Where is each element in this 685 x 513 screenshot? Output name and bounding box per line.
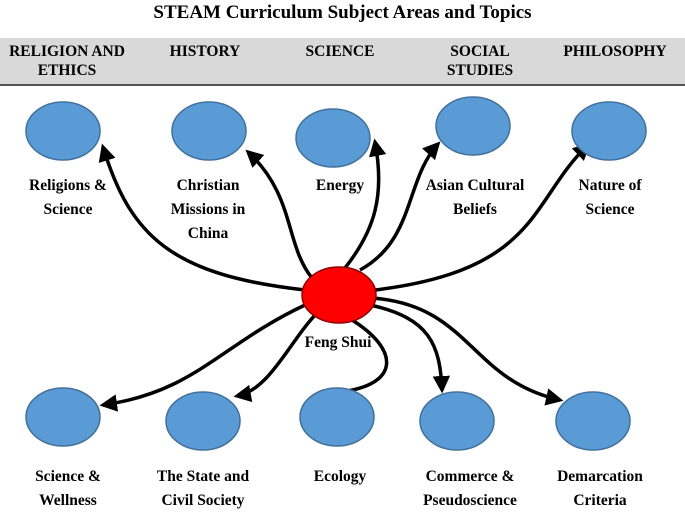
topic-label-energy: Energy xyxy=(315,177,365,194)
topic-label-state-civil-society: The State and Civil Society xyxy=(156,468,250,509)
topic-label-commerce-pseudoscience: Commerce & Pseudoscience xyxy=(423,468,517,509)
subject-area-header-band xyxy=(0,38,685,86)
connector-to-energy xyxy=(343,138,387,270)
connector-to-christian-missions xyxy=(245,149,314,280)
subject-area-history: HISTORY xyxy=(169,43,241,60)
topic-label-science-wellness: Science & Wellness xyxy=(35,468,101,509)
topic-label-asian-cultural-beliefs: Asian Cultural Beliefs xyxy=(425,177,525,218)
connector-to-commerce-pseudoscience xyxy=(369,303,451,394)
subject-area-religion-ethics: RELIGION AND ETHICS xyxy=(9,43,125,79)
connector-to-asian-cultural-beliefs xyxy=(359,141,441,272)
connector-to-state-civil-society xyxy=(233,310,320,403)
topic-node-christian-missions xyxy=(171,101,247,161)
subject-area-philosophy: PHILOSOPHY xyxy=(563,43,667,60)
topic-label-demarcation-criteria: Demarcation Criteria xyxy=(557,468,643,509)
subject-area-social-studies: SOCIAL STUDIES xyxy=(446,43,514,79)
topic-node-ecology xyxy=(299,387,375,447)
center-node-feng-shui xyxy=(301,266,377,324)
topic-label-religions-science: Religions & Science xyxy=(29,177,107,218)
topic-node-asian-cultural-beliefs xyxy=(435,96,511,156)
topic-node-nature-of-science xyxy=(571,101,647,161)
connector-to-ecology xyxy=(339,318,389,394)
topic-node-religions-science xyxy=(25,101,101,161)
connector-to-science-wellness xyxy=(99,303,306,412)
connector-to-demarcation-criteria xyxy=(371,296,564,406)
center-label-feng-shui: Feng Shui xyxy=(304,334,372,351)
topic-node-energy xyxy=(295,108,371,168)
diagram-title: STEAM Curriculum Subject Areas and Topic… xyxy=(153,2,532,23)
topic-label-ecology: Ecology xyxy=(313,468,367,485)
connector-to-nature-of-science xyxy=(374,142,591,292)
topic-node-state-civil-society xyxy=(165,391,241,451)
subject-area-science: SCIENCE xyxy=(305,43,375,60)
topic-node-demarcation-criteria xyxy=(555,391,631,451)
topic-node-science-wellness xyxy=(25,387,101,447)
topic-node-commerce-pseudoscience xyxy=(419,391,495,451)
connector-to-religions-science xyxy=(98,143,306,292)
topic-label-nature-of-science: Nature of Science xyxy=(578,177,642,218)
topic-label-christian-missions: Christian Missions in China xyxy=(170,177,246,242)
